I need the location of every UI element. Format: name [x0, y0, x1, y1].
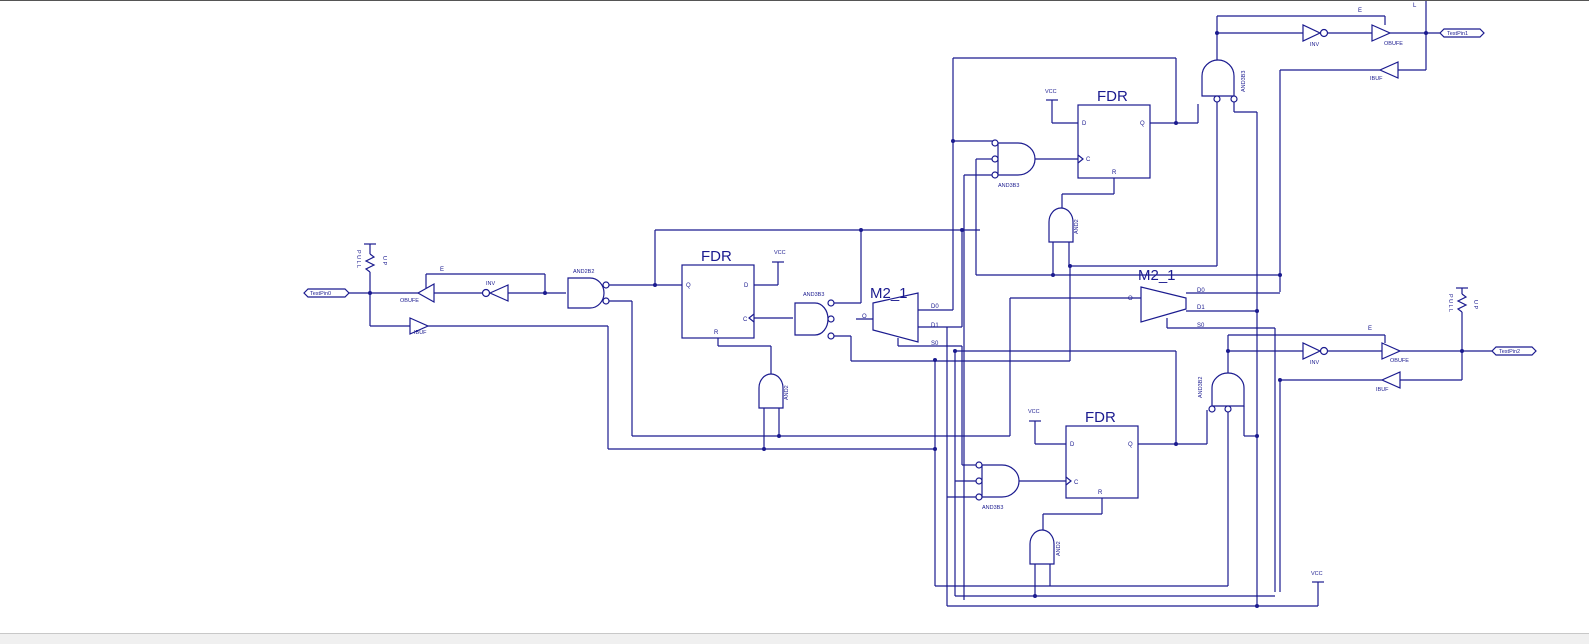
fdr-top-pin-c: C [1086, 157, 1091, 163]
mux-right-pin-d1: D1 [1197, 305, 1205, 311]
mux-right-title: M2_1 [1138, 267, 1176, 284]
port-testpin2-label: TestPin2 [1499, 349, 1520, 355]
fdr-bottom-pin-d: D [1070, 442, 1075, 448]
obufe-left-enable-pin: E [440, 267, 444, 273]
and3b3-middle[interactable]: AND3B3 [794, 292, 835, 340]
ibuf-top[interactable]: IBUF [1370, 61, 1399, 82]
and2-top[interactable]: AND2 [1048, 207, 1080, 243]
and3b3-bottom[interactable]: AND3B3 [975, 461, 1020, 511]
fdr-bottom-pin-c: C [1074, 480, 1079, 486]
and3b2-right[interactable]: AND3B2 [1198, 372, 1245, 413]
ibuf-right-label: IBUF [1376, 387, 1389, 393]
fdr-left-pin-c: C [743, 317, 748, 323]
and3b2-right-label: AND3B2 [1198, 377, 1204, 398]
window-bottom-bar [0, 633, 1589, 644]
obufe-top[interactable]: OBUFE [1371, 24, 1403, 47]
port-testpin0[interactable]: TestPin0 [303, 288, 350, 298]
and2-bottom[interactable]: AND2 [1029, 529, 1062, 565]
fdr-top-pin-d: D [1082, 121, 1087, 127]
fdr-bottom[interactable]: FDR D Q C R [1065, 409, 1139, 499]
fdr-top-title: FDR [1097, 88, 1128, 105]
obufe-right[interactable]: OBUFE [1381, 342, 1409, 364]
obufe-left-label: OBUFE [400, 298, 419, 304]
fdr-bottom-pin-q: Q [1128, 442, 1133, 448]
mux-right-pin-o: O [1128, 296, 1133, 302]
fdr-left-title: FDR [701, 248, 732, 265]
pullup-right: P U L L U P [1447, 287, 1478, 351]
inv-right-label: INV [1310, 360, 1320, 366]
fdr-top-pin-r: R [1112, 170, 1117, 176]
mux-left-pin-s0: S0 [931, 341, 939, 347]
pullup-left-label-b: U P [381, 256, 387, 266]
fdr-bottom-title: FDR [1085, 409, 1116, 426]
and3b3-top-right[interactable]: AND3B3 [1201, 59, 1247, 103]
port-testpin1-label: TestPin1 [1447, 31, 1468, 37]
obufe-left-enable: E [425, 267, 546, 293]
top-pin-l: L [1413, 3, 1417, 9]
ibuf-right[interactable]: IBUF [1376, 371, 1401, 393]
inv-left[interactable]: INV [481, 281, 509, 302]
obufe-top-label: OBUFE [1384, 41, 1403, 47]
and3b3-top-right-label: AND3B3 [1241, 71, 1247, 92]
mux-left-pin-d0: D0 [931, 304, 939, 310]
mux-right-pin-s0: S0 [1197, 323, 1205, 329]
ibuf-left-label: IBUF [414, 330, 427, 336]
and2-left-label: AND2 [784, 385, 790, 400]
and2-bottom-label: AND2 [1056, 541, 1062, 556]
and2b2-label: AND2B2 [573, 269, 594, 275]
obufe-left[interactable]: OBUFE [400, 282, 435, 304]
obufe-top-enable-pin: E [1358, 8, 1362, 14]
port-testpin0-label: TestPin0 [310, 291, 331, 297]
mux-left-pin-o: O [862, 314, 867, 320]
vcc-left-label: VCC [774, 250, 786, 256]
and3b3-bottom-label: AND3B3 [982, 505, 1003, 511]
port-testpin2[interactable]: TestPin2 [1491, 346, 1537, 356]
mux-right[interactable]: M2_1 O D0 D1 S0 [1128, 267, 1205, 329]
fdr-top-pin-q: Q [1140, 121, 1145, 127]
vcc-bottom-right-label: VCC [1311, 571, 1323, 577]
pullup-right-label-a: P U L L [1447, 294, 1453, 312]
fdr-top[interactable]: FDR D Q C R [1077, 88, 1151, 179]
vcc-top-label: VCC [1045, 89, 1057, 95]
and3b3-middle-label: AND3B3 [803, 292, 824, 298]
ibuf-left[interactable]: IBUF [409, 317, 430, 336]
and2-top-label: AND2 [1074, 219, 1080, 234]
and2-left[interactable]: AND2 [758, 373, 790, 409]
inv-top-label: INV [1310, 42, 1320, 48]
left-io-wiring [349, 291, 418, 327]
fdr-left[interactable]: FDR Q D C R [681, 248, 755, 339]
fdr-left-pin-d: D [744, 283, 749, 289]
obufe-right-label: OBUFE [1390, 358, 1409, 364]
port-testpin1[interactable]: TestPin1 [1439, 28, 1485, 38]
mux-left[interactable]: M2_1 O D0 D1 S0 [862, 285, 939, 347]
pullup-right-label-b: U P [1472, 300, 1478, 310]
and3b3-top-label: AND3B3 [998, 183, 1019, 189]
and2b2-gate[interactable]: AND2B2 [567, 269, 610, 309]
inv-left-label: INV [486, 281, 496, 287]
fdr-bottom-pin-r: R [1098, 490, 1103, 496]
fdr-left-pin-r: R [714, 330, 719, 336]
mux-left-title: M2_1 [870, 285, 908, 302]
mux-left-pin-d1: D1 [931, 323, 939, 329]
fdr-left-pin-q: Q [686, 283, 691, 289]
mux-right-pin-d0: D0 [1197, 288, 1205, 294]
inv-top[interactable]: INV [1302, 24, 1329, 48]
window-top-border [0, 0, 1589, 1]
vcc-bottom-label: VCC [1028, 409, 1040, 415]
pullup-left: P U L L U P [355, 243, 387, 293]
ibuf-top-label: IBUF [1370, 76, 1383, 82]
inv-right[interactable]: INV [1302, 342, 1329, 366]
pullup-left-label-a: P U L L [355, 250, 361, 268]
obufe-right-enable-pin: E [1368, 326, 1372, 332]
and3b3-top[interactable]: AND3B3 [991, 139, 1036, 189]
